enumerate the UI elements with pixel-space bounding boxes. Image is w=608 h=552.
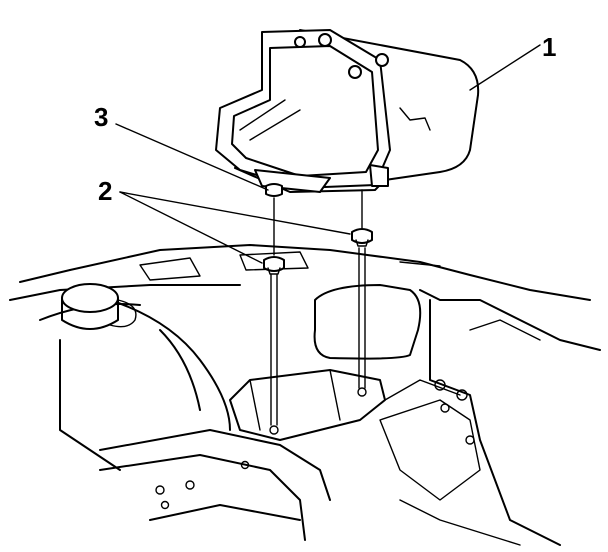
leader-2a [119,191,263,264]
alignment-lines [270,189,366,426]
callout-1: 1 [542,32,556,62]
air-cleaner-housing [215,29,480,193]
insulator-top [265,183,283,197]
grommet-left [263,256,285,275]
vehicle-body-structure [9,244,601,546]
leader-2b [119,191,351,235]
leader-1 [469,44,541,91]
callout-3: 3 [94,102,108,132]
callout-2: 2 [98,176,112,206]
leader-3 [115,123,269,191]
leader-lines [115,44,541,264]
grommet-right [351,228,373,247]
callout-labels: 1 2 3 [94,32,556,206]
